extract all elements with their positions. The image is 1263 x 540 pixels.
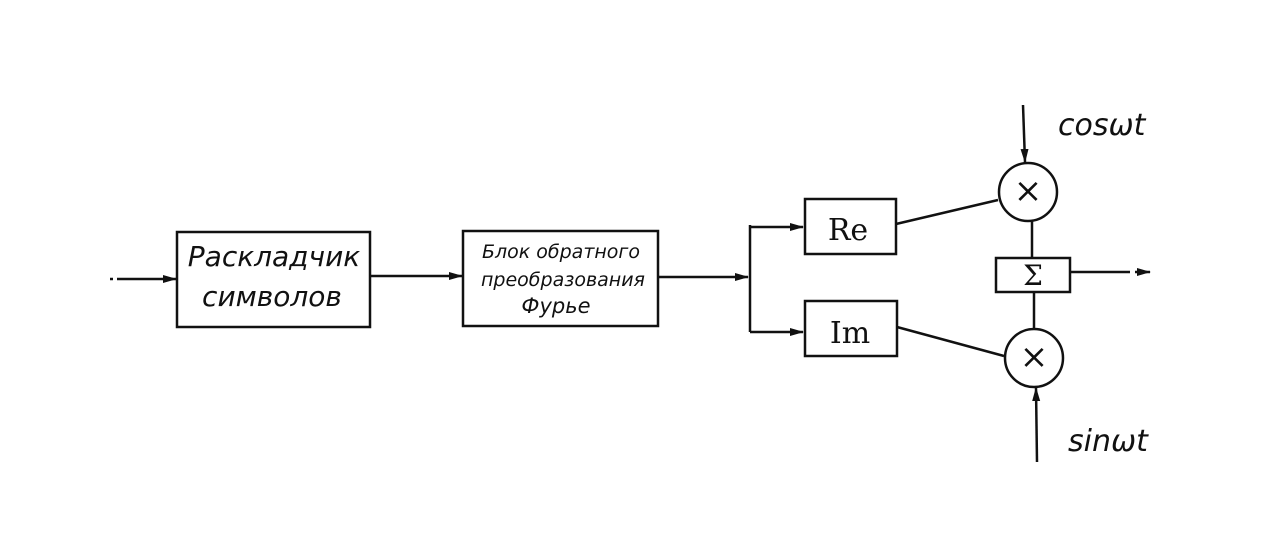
sin-carrier-label: sinωt [1068, 424, 1149, 459]
sin-carrier-arrow [1032, 387, 1041, 463]
ifft-label-line1: Блок обратного [482, 241, 640, 263]
cos-carrier-arrow [1020, 104, 1029, 163]
cos-carrier-label: cosωt [1058, 108, 1147, 143]
symbol-mapper-label-line1: Раскладчик [188, 240, 361, 273]
re-block [803, 197, 898, 256]
line-im-to-mult-bottom [896, 325, 1005, 358]
line-re-to-mult-top [895, 198, 999, 226]
multiplier-top [997, 161, 1059, 223]
multiplier-bottom-label: × [1020, 337, 1049, 377]
im-label: Im [830, 316, 870, 351]
im-block [803, 299, 899, 358]
re-label: Re [828, 213, 868, 248]
ifft-block [461, 229, 660, 328]
sum-block [994, 256, 1072, 294]
symbol-mapper-label-line2: символов [202, 280, 342, 313]
ifft-label-line3: Фурье [521, 294, 590, 318]
multiplier-top-label: × [1014, 171, 1043, 211]
ifft-label-line2: преобразования [481, 269, 645, 291]
sum-label: Σ [1023, 259, 1043, 292]
symbol-mapper-block [175, 230, 372, 329]
